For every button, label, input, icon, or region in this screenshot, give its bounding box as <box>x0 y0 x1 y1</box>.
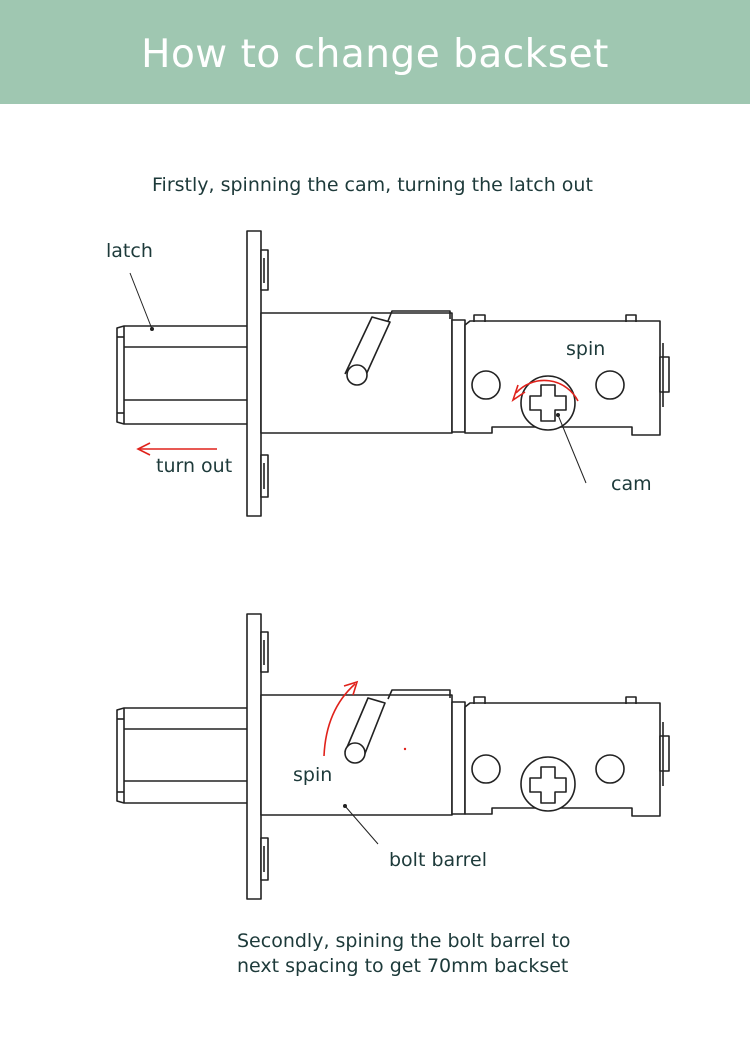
turn-out-label: turn out <box>156 455 233 477</box>
step2-caption-line1: Secondly, spining the bolt barrel to <box>237 930 571 952</box>
bolt-barrel-label: bolt barrel <box>389 849 487 871</box>
step1-latch-diagram <box>116 230 670 517</box>
header-banner: How to change backset <box>0 0 750 104</box>
step1-caption: Firstly, spinning the cam, turning the l… <box>152 174 593 196</box>
step2-latch-diagram <box>116 613 670 900</box>
step2-caption-line2: next spacing to get 70mm backset <box>237 955 569 977</box>
cam-label: cam <box>611 473 652 495</box>
spin-label-step2: spin <box>293 764 333 786</box>
latch-label: latch <box>106 240 153 262</box>
page-title: How to change backset <box>141 31 609 77</box>
spin-label-step1: spin <box>566 338 606 360</box>
